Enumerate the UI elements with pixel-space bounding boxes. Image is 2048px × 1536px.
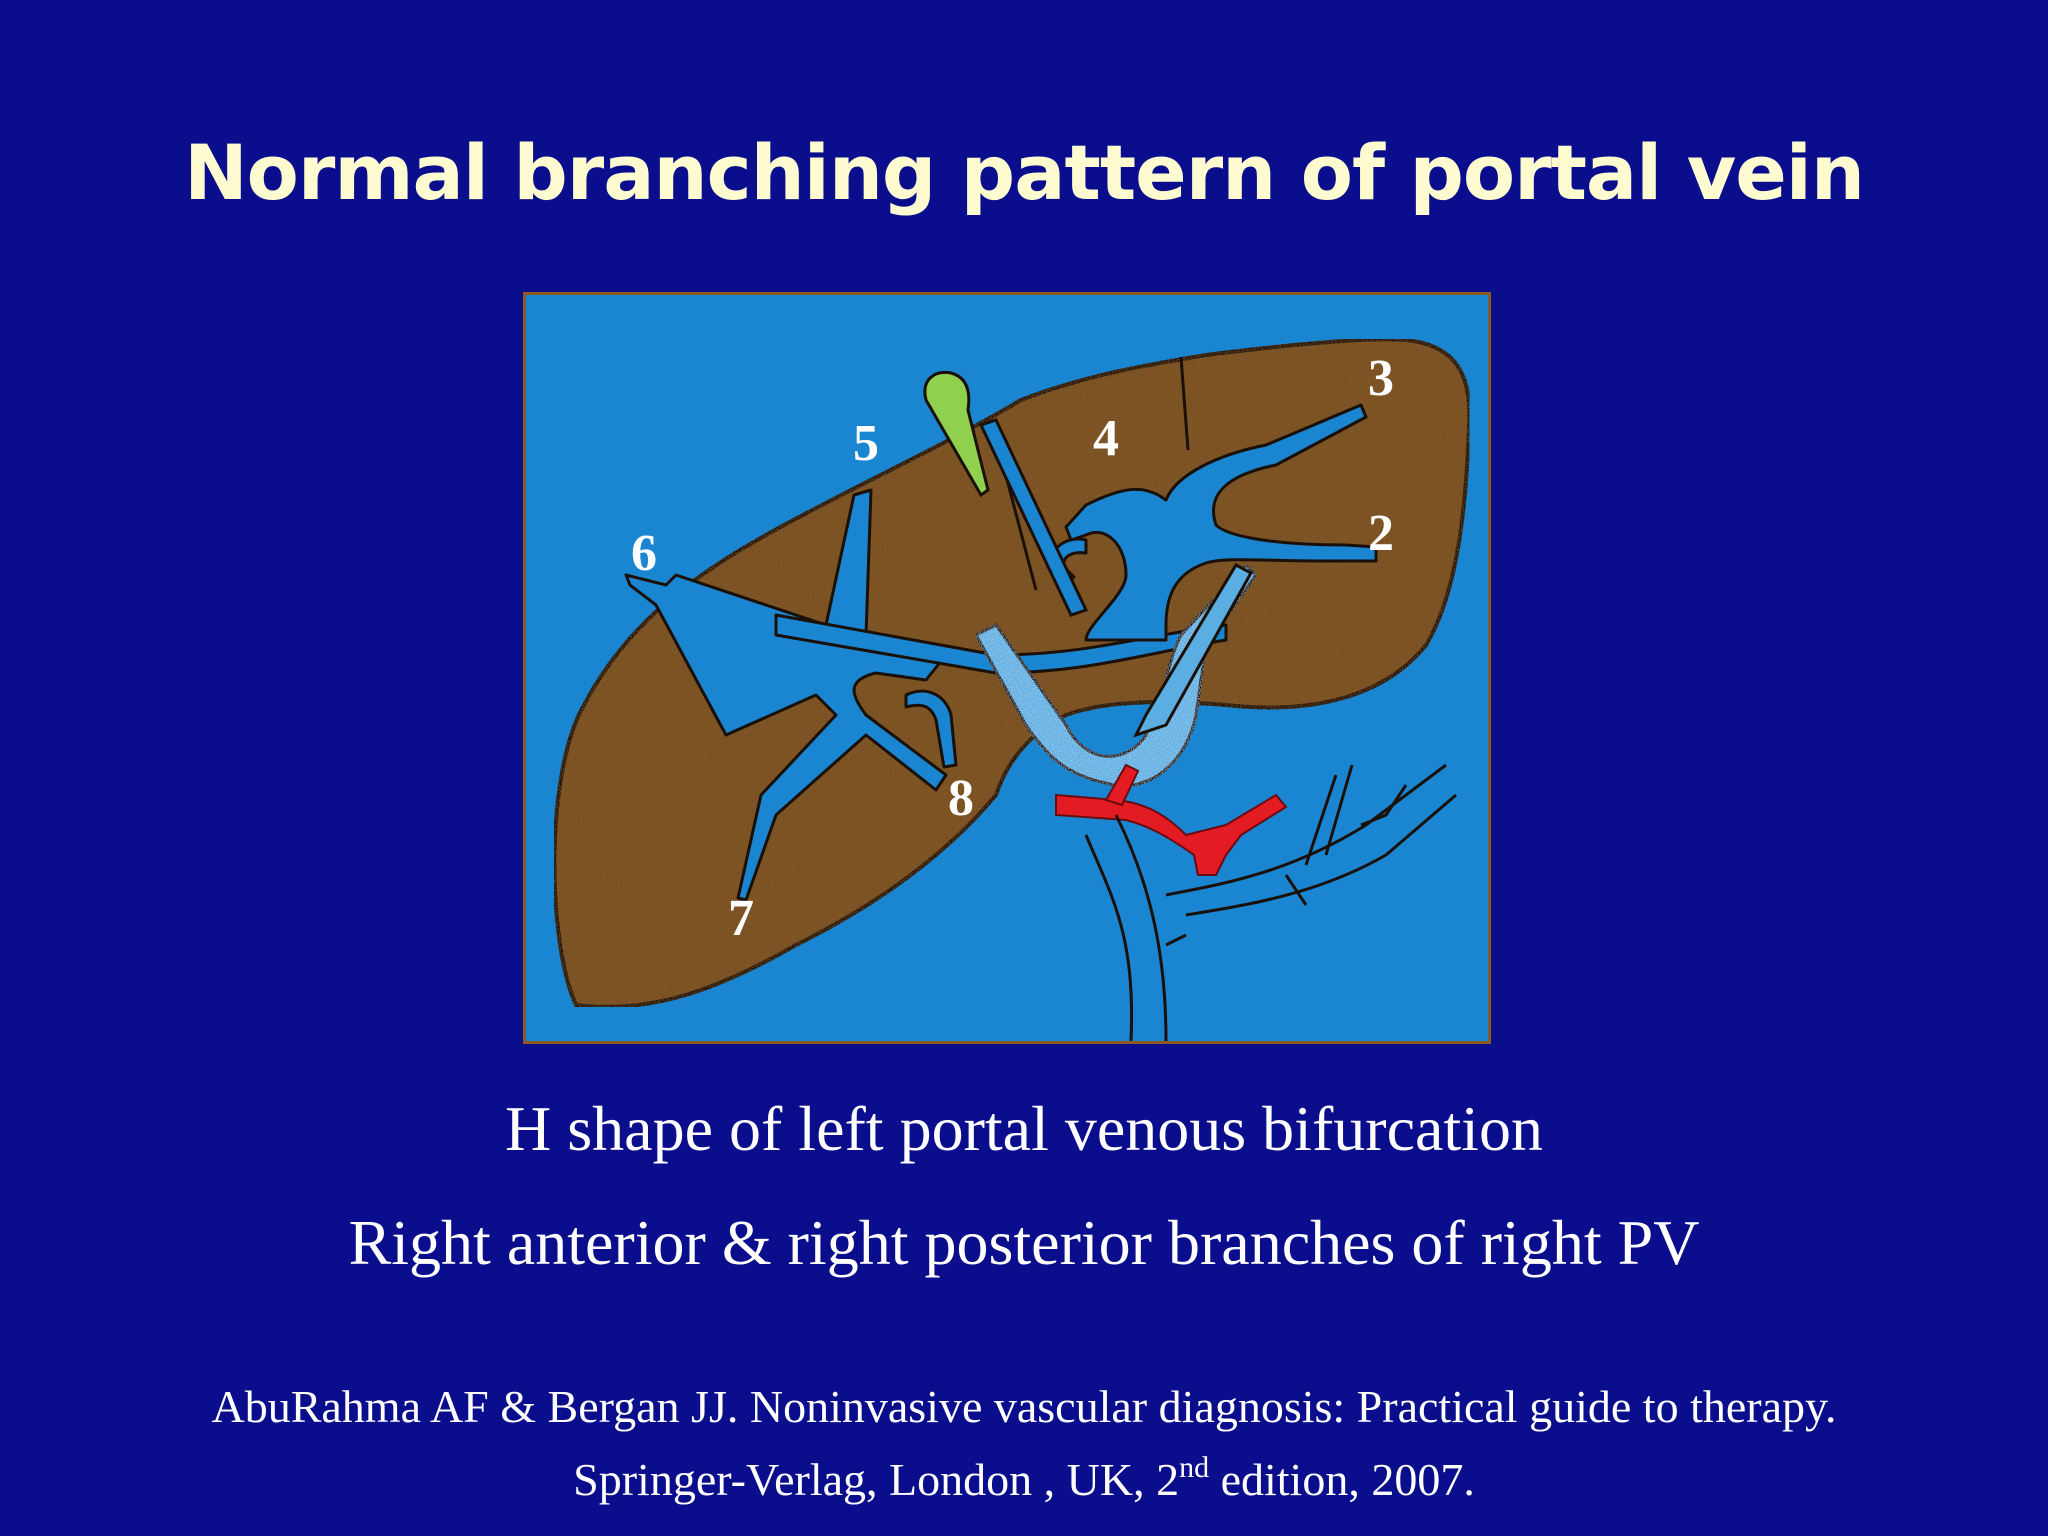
segment-label-8: 8: [948, 770, 974, 827]
reference-edition-year: edition, 2007.: [1209, 1454, 1475, 1505]
reference-publisher: Springer-Verlag, London , UK, 2: [573, 1454, 1180, 1505]
segment-label-2: 2: [1368, 505, 1394, 562]
segment-label-7: 7: [728, 890, 754, 947]
caption-right-branches: Right anterior & right posterior branche…: [348, 1207, 1700, 1278]
reference-line-2: Springer-Verlag, London , UK, 2nd editio…: [0, 1453, 2048, 1506]
reference-line-1: AbuRahma AF & Bergan JJ. Noninvasive vas…: [211, 1381, 1837, 1432]
segment-label-4: 4: [1093, 410, 1119, 467]
reference-edition-suffix: nd: [1179, 1451, 1210, 1484]
segment-label-5: 5: [853, 415, 879, 472]
right-portal-branches: [624, 488, 1228, 902]
segment-label-6: 6: [631, 525, 657, 582]
liver-illustration: 2 3 4 5 6 7 8: [552, 337, 1472, 1041]
gallbladder: [923, 370, 990, 498]
slide-title: Normal branching pattern of portal vein: [184, 128, 1865, 217]
segment-label-3: 3: [1368, 350, 1394, 407]
caption-left-bifurcation: H shape of left portal venous bifurcatio…: [505, 1093, 1543, 1164]
extrahepatic-vessels: [1084, 763, 1457, 1041]
hepatic-artery: [1055, 763, 1288, 876]
portal-vein-diagram: 2 3 4 5 6 7 8: [523, 292, 1491, 1044]
